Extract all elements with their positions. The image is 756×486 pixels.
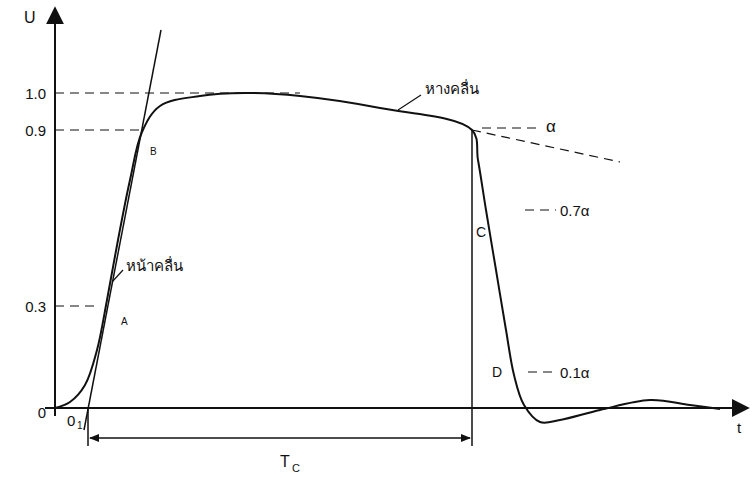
impulse-waveform: [55, 93, 720, 423]
axis-label: U: [24, 10, 36, 26]
time-label: T: [280, 454, 290, 470]
x-axis: [45, 407, 748, 409]
front-tangent: [84, 30, 161, 430]
time-bracket: [88, 130, 472, 446]
point-label: C: [476, 225, 486, 239]
axis-tick: 0.9: [25, 123, 46, 138]
callout-label: หน้าคลื่น: [126, 258, 183, 273]
axis-label: t: [737, 420, 741, 435]
level-label: 0.7α: [560, 203, 590, 218]
point-label: 0: [67, 413, 75, 428]
level-lines: [55, 93, 620, 372]
axis-tick: 0.3: [25, 299, 46, 314]
callout-label: หางคลื่น: [425, 81, 479, 96]
point-label: D: [492, 365, 502, 379]
subscript: 1: [77, 421, 83, 431]
y-axis: [54, 8, 56, 416]
point-label: B: [150, 147, 157, 157]
level-label: 0.1α: [560, 365, 590, 380]
level-label: α: [546, 118, 556, 135]
axis-tick: 0: [38, 405, 46, 420]
subscript: C: [292, 463, 300, 474]
point-label: A: [121, 317, 128, 327]
axis-tick: 1.0: [25, 86, 46, 101]
leader-lines: [112, 95, 421, 282]
